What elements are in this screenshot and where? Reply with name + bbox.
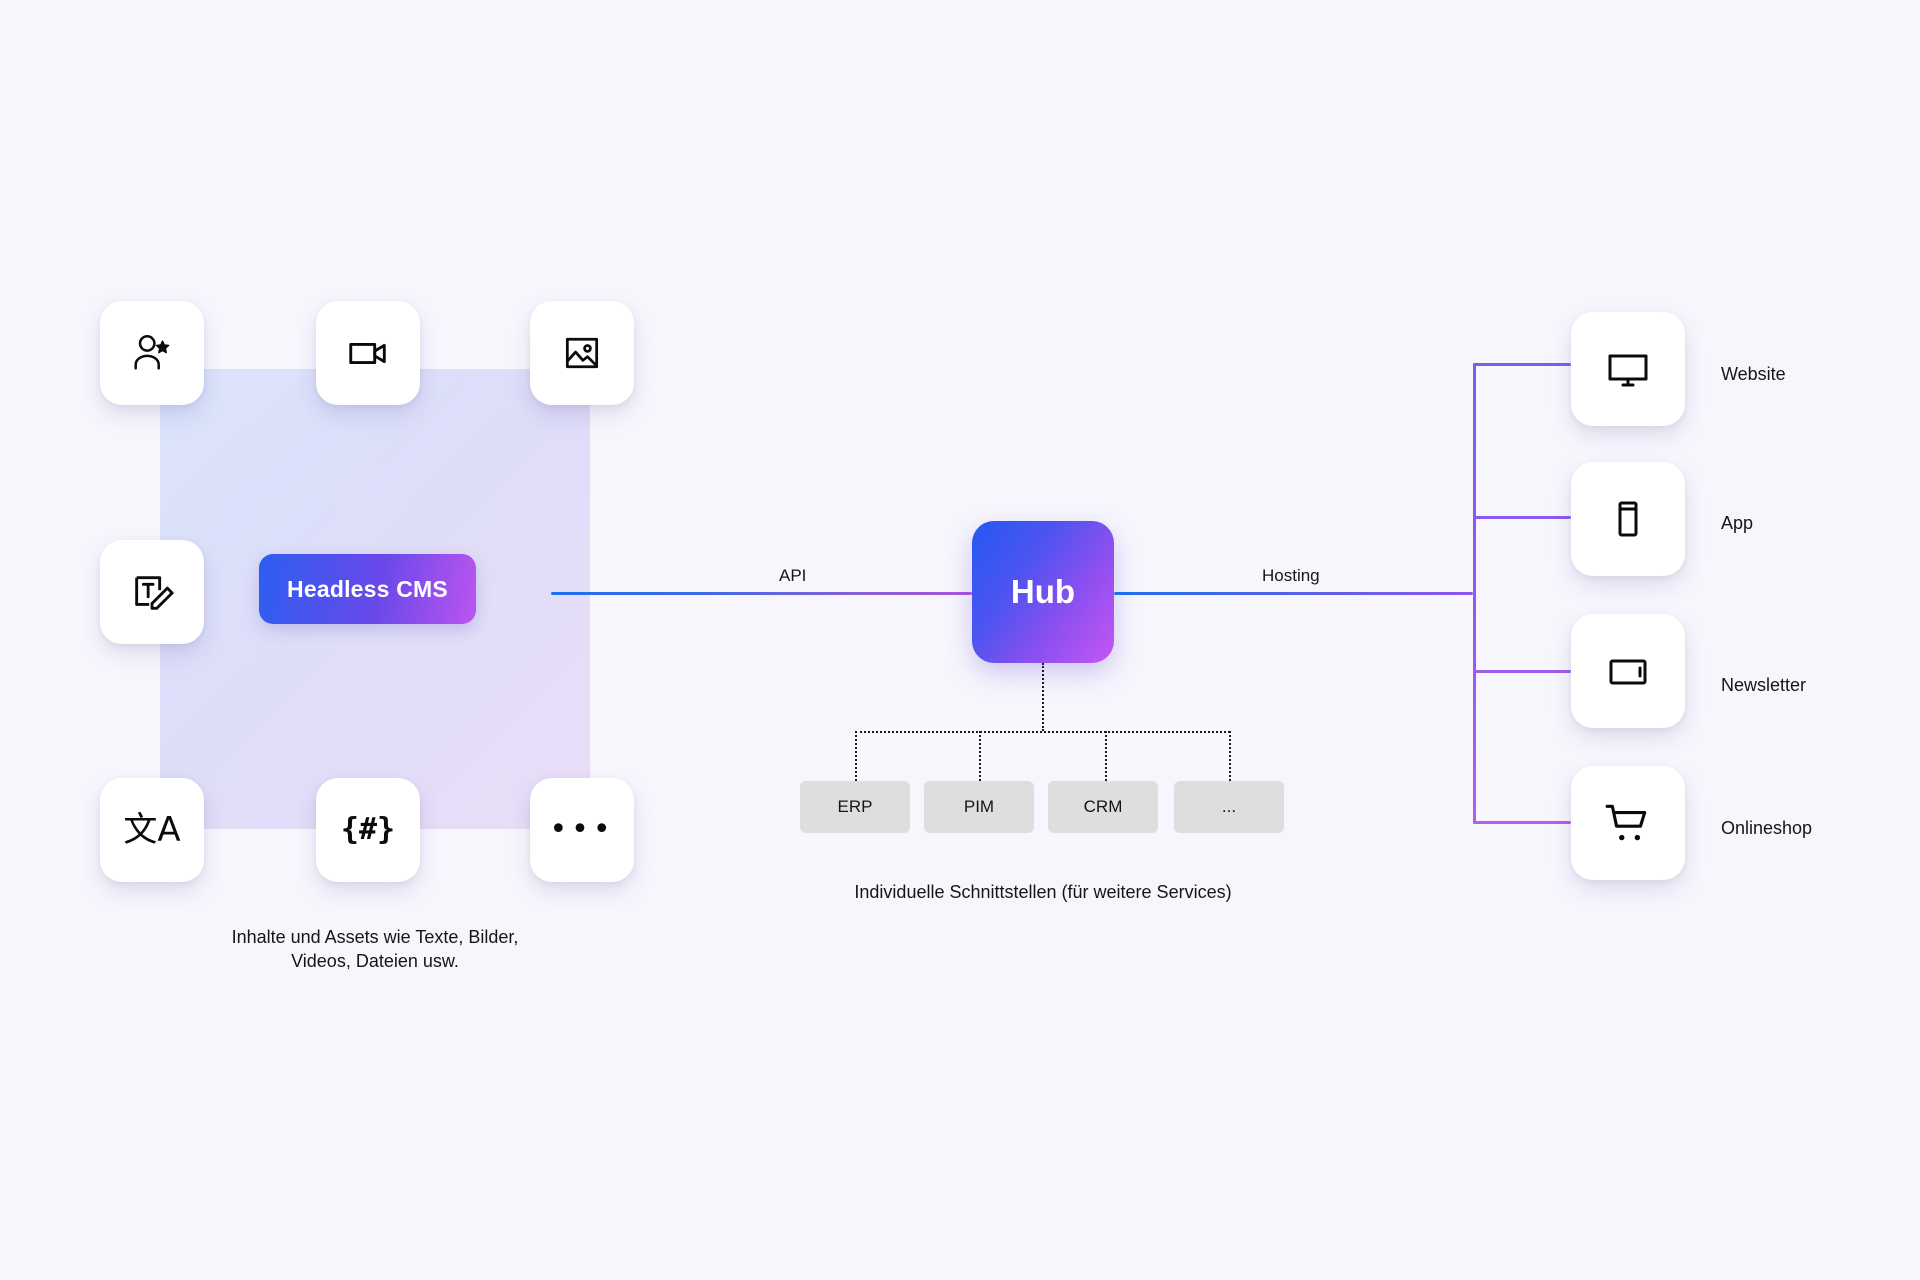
ellipsis-icon: •••	[549, 812, 615, 847]
channel-label-website: Website	[1721, 364, 1786, 384]
hub-dotted-stem	[1042, 663, 1044, 731]
services-dotted-bus	[855, 731, 1230, 733]
channel-label-newsletter: Newsletter	[1721, 675, 1807, 695]
tile-translate[interactable]: 文A	[100, 778, 204, 882]
channel-label-app: App	[1721, 513, 1754, 533]
channels-bracket-branch-app	[1473, 516, 1571, 519]
tile-video[interactable]	[316, 301, 420, 405]
service-box-crm[interactable]: CRM	[1048, 781, 1158, 833]
hosting-label: Hosting	[1262, 566, 1320, 585]
api-label: API	[779, 566, 807, 585]
shopping-cart-icon	[1603, 798, 1653, 848]
monitor-icon	[1604, 345, 1652, 393]
tablet-icon	[1604, 647, 1652, 695]
headless-cms-node[interactable]: Headless CMS	[259, 554, 476, 624]
translate-icon: 文A	[123, 810, 181, 850]
service-label: CRM	[1083, 797, 1123, 816]
channel-tile-app[interactable]	[1571, 462, 1685, 576]
tile-persona[interactable]	[100, 301, 204, 405]
channels-bracket-branch-onlineshop	[1473, 821, 1571, 824]
service-label: ...	[1221, 797, 1237, 816]
content-caption: Inhalte und Assets wie Texte, Bilder, Vi…	[231, 927, 519, 972]
text-edit-icon	[129, 569, 175, 615]
service-box-pim[interactable]: PIM	[924, 781, 1034, 833]
hub-label: Hub	[1010, 573, 1076, 610]
tile-code[interactable]: {#}	[316, 778, 420, 882]
services-dotted-drop-erp	[855, 731, 857, 781]
services-caption: Individuelle Schnittstellen (für weitere…	[854, 882, 1232, 902]
services-dotted-drop-more	[1229, 731, 1231, 781]
video-camera-icon	[345, 330, 391, 376]
code-braces-hash-icon: {#}	[340, 812, 396, 847]
services-dotted-drop-pim	[979, 731, 981, 781]
service-box-erp[interactable]: ERP	[800, 781, 910, 833]
services-dotted-drop-crm	[1105, 731, 1107, 781]
headless-cms-label: Headless CMS	[287, 575, 448, 602]
service-label: PIM	[963, 797, 995, 816]
channel-tile-onlineshop[interactable]	[1571, 766, 1685, 880]
service-label: ERP	[837, 797, 873, 816]
tile-more[interactable]: •••	[530, 778, 634, 882]
tile-image[interactable]	[530, 301, 634, 405]
smartphone-icon	[1604, 495, 1652, 543]
channel-tile-website[interactable]	[1571, 312, 1685, 426]
user-star-icon	[129, 330, 175, 376]
tile-text-edit[interactable]	[100, 540, 204, 644]
channels-bracket-vertical	[1473, 363, 1476, 824]
channel-label-onlineshop: Onlineshop	[1721, 818, 1813, 838]
channels-bracket-branch-website	[1473, 363, 1571, 366]
channel-tile-newsletter[interactable]	[1571, 614, 1685, 728]
channels-bracket-branch-newsletter	[1473, 670, 1571, 673]
api-connector-line	[551, 592, 972, 595]
image-icon	[560, 331, 604, 375]
hosting-connector-line	[1114, 592, 1473, 595]
hub-node[interactable]: Hub	[972, 521, 1114, 663]
service-box-more[interactable]: ...	[1174, 781, 1284, 833]
